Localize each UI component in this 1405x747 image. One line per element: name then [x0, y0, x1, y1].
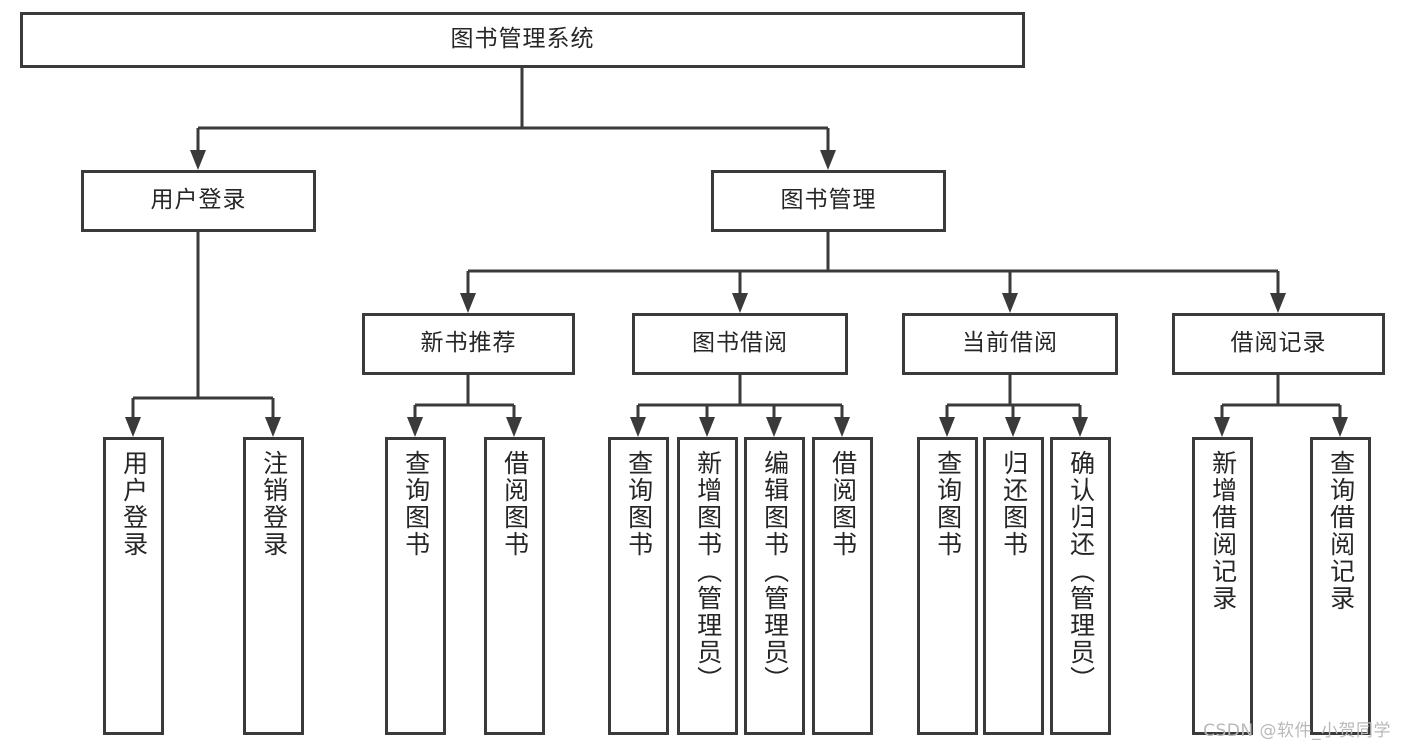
connector-arrowhead-4-0 [630, 417, 646, 437]
connector-arrowhead-6-0 [1214, 417, 1230, 437]
connector-arrowhead-3-0 [407, 417, 423, 437]
level3-box-1[interactable]: 图书借阅 [632, 313, 848, 375]
leaf-box-5[interactable]: 新增图书（管理员） [677, 437, 738, 735]
connector-arrowhead-4-1 [699, 417, 715, 437]
level3-label-3: 借阅记录 [1230, 330, 1327, 357]
leaf-label-8: 查询图书 [933, 450, 963, 558]
leaf-label-2: 查询图书 [401, 450, 431, 558]
level3-label-2: 当前借阅 [962, 330, 1058, 357]
leaf-label-5: 新增图书（管理员） [693, 450, 723, 693]
connector-arrowhead-1-0 [460, 293, 476, 313]
connector-arrowhead-5-0 [939, 417, 955, 437]
connector-arrowhead-4-2 [766, 417, 782, 437]
level2-box-1[interactable]: 图书管理 [711, 170, 946, 232]
level3-label-1: 图书借阅 [692, 330, 788, 357]
leaf-label-3: 借阅图书 [500, 450, 530, 558]
connector-arrowhead-0-1 [820, 150, 836, 170]
connector-arrowhead-6-1 [1332, 417, 1348, 437]
connector-arrowhead-2-0 [125, 417, 141, 437]
leaf-box-11[interactable]: 新增借阅记录 [1192, 437, 1253, 735]
leaf-label-9: 归还图书 [999, 450, 1029, 558]
root-box-0[interactable]: 图书管理系统 [20, 12, 1025, 68]
connector-arrowhead-3-1 [506, 417, 522, 437]
level3-box-0[interactable]: 新书推荐 [362, 313, 575, 375]
leaf-box-8[interactable]: 查询图书 [917, 437, 978, 735]
leaf-box-7[interactable]: 借阅图书 [812, 437, 873, 735]
connector-arrowhead-1-2 [1002, 293, 1018, 313]
leaf-box-12[interactable]: 查询借阅记录 [1310, 437, 1371, 735]
leaf-label-11: 新增借阅记录 [1208, 450, 1238, 612]
connector-arrowhead-0-0 [190, 150, 206, 170]
connector-arrowhead-5-2 [1072, 417, 1088, 437]
watermark-label: CSDN @软件_小贺同学 [1203, 721, 1391, 741]
leaf-box-2[interactable]: 查询图书 [385, 437, 446, 735]
leaf-label-0: 用户登录 [119, 450, 149, 558]
leaf-box-0[interactable]: 用户登录 [103, 437, 164, 735]
level2-box-0[interactable]: 用户登录 [81, 170, 316, 232]
leaf-box-10[interactable]: 确认归还（管理员） [1050, 437, 1111, 735]
leaf-box-3[interactable]: 借阅图书 [484, 437, 545, 735]
leaf-label-12: 查询借阅记录 [1326, 450, 1356, 612]
level2-label-1: 图书管理 [780, 187, 877, 214]
leaf-box-9[interactable]: 归还图书 [983, 437, 1044, 735]
leaf-label-4: 查询图书 [624, 450, 654, 558]
connector-arrowhead-2-1 [265, 417, 281, 437]
connector-arrowhead-1-3 [1270, 293, 1286, 313]
connector-arrowhead-5-1 [1005, 417, 1021, 437]
leaf-box-1[interactable]: 注销登录 [243, 437, 304, 735]
level2-label-0: 用户登录 [150, 187, 247, 214]
leaf-label-1: 注销登录 [259, 450, 289, 558]
level3-box-3[interactable]: 借阅记录 [1172, 313, 1385, 375]
level3-label-0: 新书推荐 [420, 330, 517, 357]
connector-arrowhead-4-3 [834, 417, 850, 437]
leaf-label-7: 借阅图书 [828, 450, 858, 558]
level3-box-2[interactable]: 当前借阅 [902, 313, 1118, 375]
root-label-0: 图书管理系统 [450, 26, 595, 53]
connector-arrowhead-1-1 [732, 293, 748, 313]
leaf-box-4[interactable]: 查询图书 [608, 437, 669, 735]
leaf-label-10: 确认归还（管理员） [1066, 450, 1096, 693]
leaf-box-6[interactable]: 编辑图书（管理员） [744, 437, 805, 735]
leaf-label-6: 编辑图书（管理员） [760, 450, 790, 693]
